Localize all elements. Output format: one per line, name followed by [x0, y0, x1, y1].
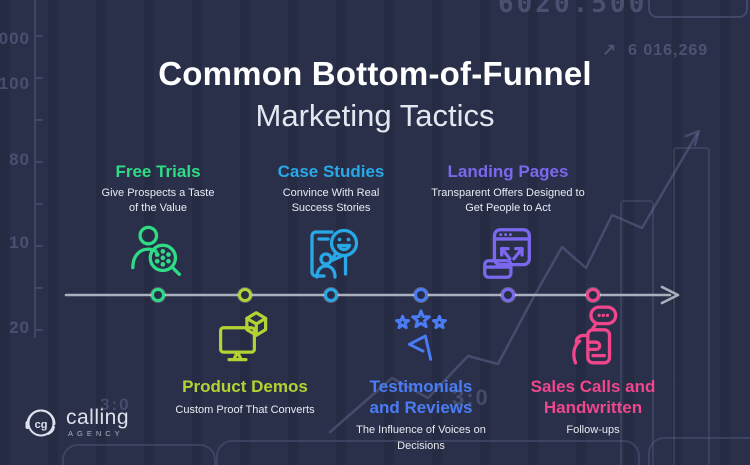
stars-flag-icon [390, 307, 452, 369]
background-bar [673, 147, 710, 465]
tactic-free-trials: Free Trials Give Prospects a Taste of th… [88, 162, 228, 285]
tactic-sales-calls: Sales Calls and Handwritten Follow-ups [508, 303, 678, 439]
tactic-description: The Influence of Voices on Decisions [356, 424, 486, 452]
timeline-axis [64, 285, 680, 305]
background-metric: 6 016,269 [628, 42, 709, 59]
axis-label: 10 [9, 233, 30, 252]
background-card-outline [216, 440, 640, 465]
browser-expand-icon [477, 222, 539, 284]
timeline-dot-product-demos [238, 288, 252, 302]
logo-name: calling [66, 405, 130, 429]
tactic-description: Follow-ups [566, 424, 620, 437]
timeline-dot-testimonials [414, 288, 428, 302]
axis-label: 20 [9, 318, 30, 337]
tactic-label: Free Trials [115, 162, 201, 181]
monitor-cube-icon [215, 309, 275, 369]
background-clock: 3:0 [452, 385, 490, 410]
tactic-description: Give Prospects a Taste of the Value [101, 186, 215, 214]
timeline-dot-sales-calls [586, 288, 600, 302]
background-axis-ticks [36, 35, 43, 335]
trend-up-icon: ↗ [602, 40, 617, 59]
title-line-2: Marketing Tactics [255, 98, 495, 133]
logo-subtitle: AGENCY [68, 428, 124, 438]
user-magnifier-icon [127, 223, 189, 285]
title-line-1: Common Bottom-of-Funnel [158, 55, 592, 92]
background-y-axis [34, 0, 36, 338]
tactic-label: Case Studies [277, 162, 385, 181]
axis-label: 100 [0, 74, 30, 93]
tactic-description: Custom Proof That Converts [175, 403, 315, 416]
svg-text:cg: cg [35, 419, 48, 431]
background-counter: 6020.500 [498, 0, 648, 19]
background-clock: 3:0 [100, 395, 131, 414]
timeline-dot-free-trials [151, 288, 165, 302]
headset-monogram-icon: cg [22, 403, 60, 441]
phone-chat-icon [560, 303, 626, 369]
timeline-dot-landing-pages [501, 288, 515, 302]
axis-label: 000 [0, 29, 30, 48]
tactic-description: Transparent Offers Designed to Get Peopl… [431, 186, 585, 214]
background-bar [620, 200, 654, 465]
tactic-testimonials-reviews: Testimonials and Reviews The Influence o… [341, 307, 501, 454]
tactic-label: Sales Calls and Handwritten [530, 377, 656, 417]
page-title: Common Bottom-of-Funnel Marketing Tactic… [75, 55, 675, 134]
tactic-label: Landing Pages [447, 162, 569, 181]
background-pill-outline [648, 0, 748, 18]
tactic-product-demos: Product Demos Custom Proof That Converts [145, 309, 345, 418]
tactic-label: Product Demos [182, 377, 308, 396]
tactic-landing-pages: Landing Pages Transparent Offers Designe… [413, 162, 603, 284]
tactic-case-studies: Case Studies Convince With Real Success … [256, 162, 406, 286]
tactic-description: Convince With Real Success Stories [282, 186, 380, 214]
tactic-label: Testimonials and Reviews [369, 377, 473, 417]
axis-label: 80 [9, 150, 30, 169]
background-card-outline [62, 444, 216, 465]
report-feedback-icon [299, 222, 363, 286]
calling-agency-logo: cg calling AGENCY [22, 403, 129, 441]
background-card-outline [648, 437, 750, 465]
timeline-dot-case-studies [324, 288, 338, 302]
